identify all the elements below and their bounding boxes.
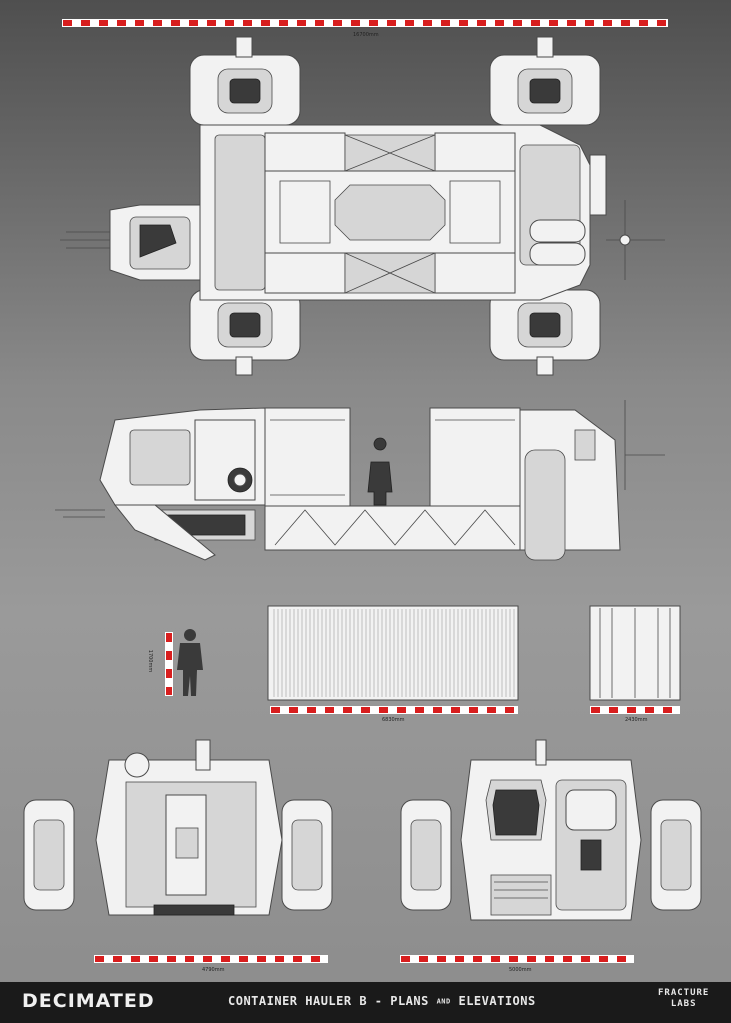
rear-elevation-drawing — [23, 739, 333, 916]
plan-wheel-pod-rr — [489, 289, 601, 376]
plan-wheel-pod-fr — [489, 36, 601, 126]
container-width-label: 2430mm — [625, 717, 648, 723]
studio-logo-line1: FRACTURE — [658, 988, 710, 998]
front-width-ruler — [400, 955, 634, 963]
footer-bar: DECIMATED CONTAINER HAULER B - PLANS AND… — [0, 982, 731, 1023]
figure-height-label: 1700mm — [147, 649, 154, 673]
rear-width-label: 4790mm — [202, 967, 225, 973]
rear-width-ruler — [94, 955, 328, 963]
overall-length-ruler — [62, 19, 668, 27]
sheet-title: CONTAINER HAULER B - PLANS AND ELEVATION… — [228, 994, 536, 1008]
overall-length-label: 16700mm — [353, 32, 379, 38]
container-end-drawing — [589, 605, 681, 701]
figure-height-ruler — [165, 632, 173, 696]
sheet-title-part2: ELEVATIONS — [458, 994, 536, 1008]
rear-right-wheel-pod — [281, 799, 333, 911]
container-width-ruler — [590, 706, 680, 714]
side-human-figure — [367, 437, 393, 506]
front-width-label: 5000mm — [509, 967, 532, 973]
sheet-title-and: AND — [436, 997, 451, 1006]
plan-view-drawing — [60, 36, 665, 376]
container-length-ruler — [270, 706, 518, 714]
container-side-drawing — [267, 605, 519, 701]
studio-logo-line2: LABS — [670, 999, 697, 1009]
scale-human-figure — [177, 629, 203, 696]
front-right-wheel-pod — [650, 799, 702, 911]
rear-left-wheel-pod — [23, 799, 75, 911]
side-elevation-drawing — [55, 400, 665, 561]
sheet-title-part1: CONTAINER HAULER B - PLANS — [228, 994, 429, 1008]
studio-logo: FRACTURE LABS — [658, 988, 709, 1010]
plan-wheel-pod-fl — [189, 36, 301, 126]
front-left-wheel-pod — [400, 799, 452, 911]
plan-wheel-pod-rl — [189, 289, 301, 376]
front-elevation-drawing — [400, 739, 702, 921]
brand-logo: DECIMATED — [22, 990, 155, 1012]
container-length-label: 6830mm — [382, 717, 405, 723]
